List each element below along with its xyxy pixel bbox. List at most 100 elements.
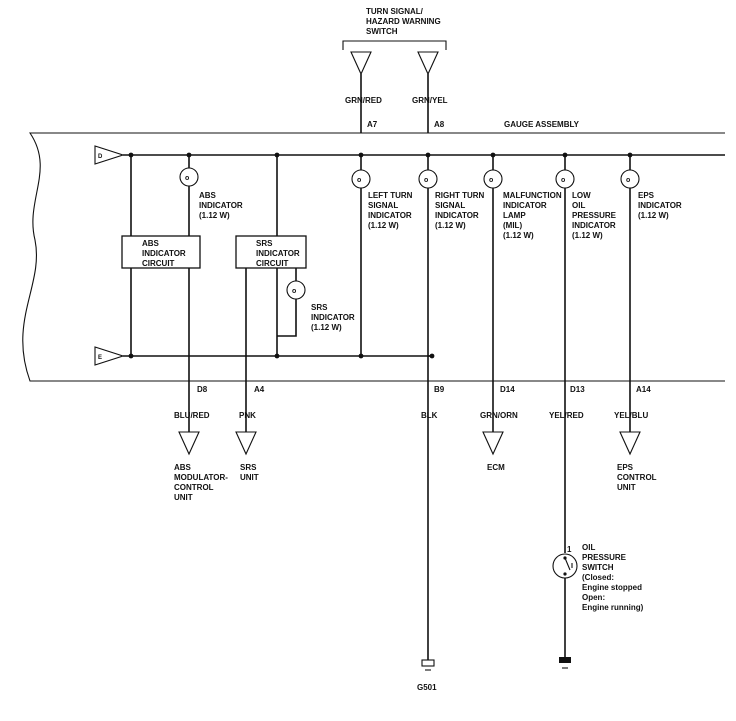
switch-bracket [342,40,447,50]
right-turn-label-1: RIGHT TURN [435,191,485,200]
abs-indicator-lamp: o [179,167,199,187]
mil-indicator-lamp: o [483,169,503,189]
eps-control-unit-terminal [619,431,641,456]
left-turn-label-1: LEFT TURN [368,191,413,200]
srs-unit-terminal [235,431,257,456]
eps-label-3: (1.12 W) [638,211,669,220]
svg-text:EPS: EPS [617,463,634,472]
abs-modulator-terminal [178,431,200,456]
low-oil-label-5: (1.12 W) [572,231,603,240]
low-oil-label-2: OIL [572,201,585,210]
svg-text:CONTROL: CONTROL [174,483,214,492]
srs-indicator-circuit: SRS INDICATOR CIRCUIT [235,235,307,269]
rail-e-label: E [98,355,102,361]
abs-indicator-circuit: ABS INDICATOR CIRCUIT [121,235,201,269]
pin-label-a14: A14 [636,385,651,394]
pin-label-d14: D14 [500,385,515,394]
oil-switch-label-2: PRESSURE [582,553,627,562]
abs-indicator-label-2: INDICATOR [199,201,243,210]
wire-label-grn-red: GRN/RED [345,96,382,105]
right-turn-label-3: INDICATOR [435,211,479,220]
low-oil-pressure-indicator-lamp: o [555,169,575,189]
low-oil-label-1: LOW [572,191,591,200]
svg-text:CIRCUIT: CIRCUIT [142,259,175,268]
switch-label-line-2: HAZARD WARNING [366,17,441,26]
low-oil-label-3: PRESSURE [572,211,617,220]
bottom-pin-labels: D8 A4 B9 D14 D13 A14 [197,385,651,394]
svg-text:o: o [489,177,493,184]
svg-text:o: o [292,288,296,295]
switch-label-line-1: TURN SIGNAL/ [366,7,424,16]
abs-modulator-label: ABS MODULATOR- CONTROL UNIT [174,463,228,502]
wire-label-yel-blu: YEL/BLU [614,411,648,420]
abs-indicator-label-3: (1.12 W) [199,211,230,220]
srs-indicator-label-1: SRS [311,303,328,312]
svg-text:o: o [424,177,428,184]
low-oil-label-4: INDICATOR [572,221,616,230]
gauge-assembly-label: GAUGE ASSEMBLY [504,120,580,129]
svg-text:INDICATOR: INDICATOR [142,249,186,258]
switch-terminal-left [350,51,372,76]
turn-signal-hazard-switch: TURN SIGNAL/ HAZARD WARNING SWITCH [342,7,447,76]
svg-text:o: o [626,177,630,184]
oil-switch-label-7: Engine running) [582,603,644,612]
svg-text:o: o [357,177,361,184]
mil-label-2: INDICATOR [503,201,547,210]
right-turn-indicator-lamp: o [418,169,438,189]
svg-text:ABS: ABS [142,239,160,248]
rail-d-terminal [94,145,125,165]
right-turn-label-4: (1.12 W) [435,221,466,230]
svg-text:CIRCUIT: CIRCUIT [256,259,289,268]
rail-e: E [94,346,432,366]
oil-switch-label-1: OIL [582,543,595,552]
eps-label-1: EPS [638,191,655,200]
left-turn-label-2: SIGNAL [368,201,398,210]
oil-switch-pin: 1 [567,545,572,554]
oil-switch-label-3: SWITCH [582,563,614,572]
mil-label-5: (1.12 W) [503,231,534,240]
srs-unit-label: SRS UNIT [240,463,259,482]
eps-label-2: INDICATOR [638,201,682,210]
svg-text:ECM: ECM [487,463,505,472]
srs-indicator-label-3: (1.12 W) [311,323,342,332]
switch-terminal-right [417,51,439,76]
rail-d-label: D [98,154,103,160]
eps-indicator-lamp: o [620,169,640,189]
oil-switch-ground-icon [559,657,571,669]
bottom-wire-colors: BLU/RED PNK BLK GRN/ORN YEL/RED YEL/BLU [174,411,648,420]
svg-text:UNIT: UNIT [174,493,193,502]
svg-text:o: o [561,177,565,184]
oil-switch-label-5: Engine stopped [582,583,642,592]
wire-label-grn-yel: GRN/YEL [412,96,448,105]
svg-text:CONTROL: CONTROL [617,473,657,482]
pin-label-a8: A8 [434,120,445,129]
abs-indicator-label-1: ABS [199,191,217,200]
svg-text:o: o [185,175,189,182]
wire-label-blk: BLK [421,411,438,420]
gauge-assembly-outline: GAUGE ASSEMBLY [22,120,725,382]
left-turn-label-3: INDICATOR [368,211,412,220]
pin-label-d13: D13 [570,385,585,394]
ecm-label: ECM [487,463,505,472]
eps-control-unit-label: EPS CONTROL UNIT [617,463,657,492]
pin-label-d8: D8 [197,385,208,394]
svg-text:SRS: SRS [256,239,273,248]
mil-label-3: LAMP [503,211,526,220]
svg-text:UNIT: UNIT [240,473,259,482]
right-turn-label-2: SIGNAL [435,201,465,210]
svg-text:ABS: ABS [174,463,192,472]
rail-e-terminal [94,346,125,366]
mil-label-1: MALFUNCTION [503,191,562,200]
wire-label-blu-red: BLU/RED [174,411,210,420]
wire-label-yel-red: YEL/RED [549,411,584,420]
left-turn-label-4: (1.12 W) [368,221,399,230]
wire-label-pnk: PNK [239,411,256,420]
ground-g501-icon [421,659,435,671]
oil-switch-label-6: Open: [582,593,605,602]
srs-indicator-label-2: INDICATOR [311,313,355,322]
srs-indicator-lamp: o [286,280,306,300]
left-turn-indicator-lamp: o [351,169,371,189]
ecm-terminal [482,431,504,456]
mil-label-4: (MIL) [503,221,522,230]
